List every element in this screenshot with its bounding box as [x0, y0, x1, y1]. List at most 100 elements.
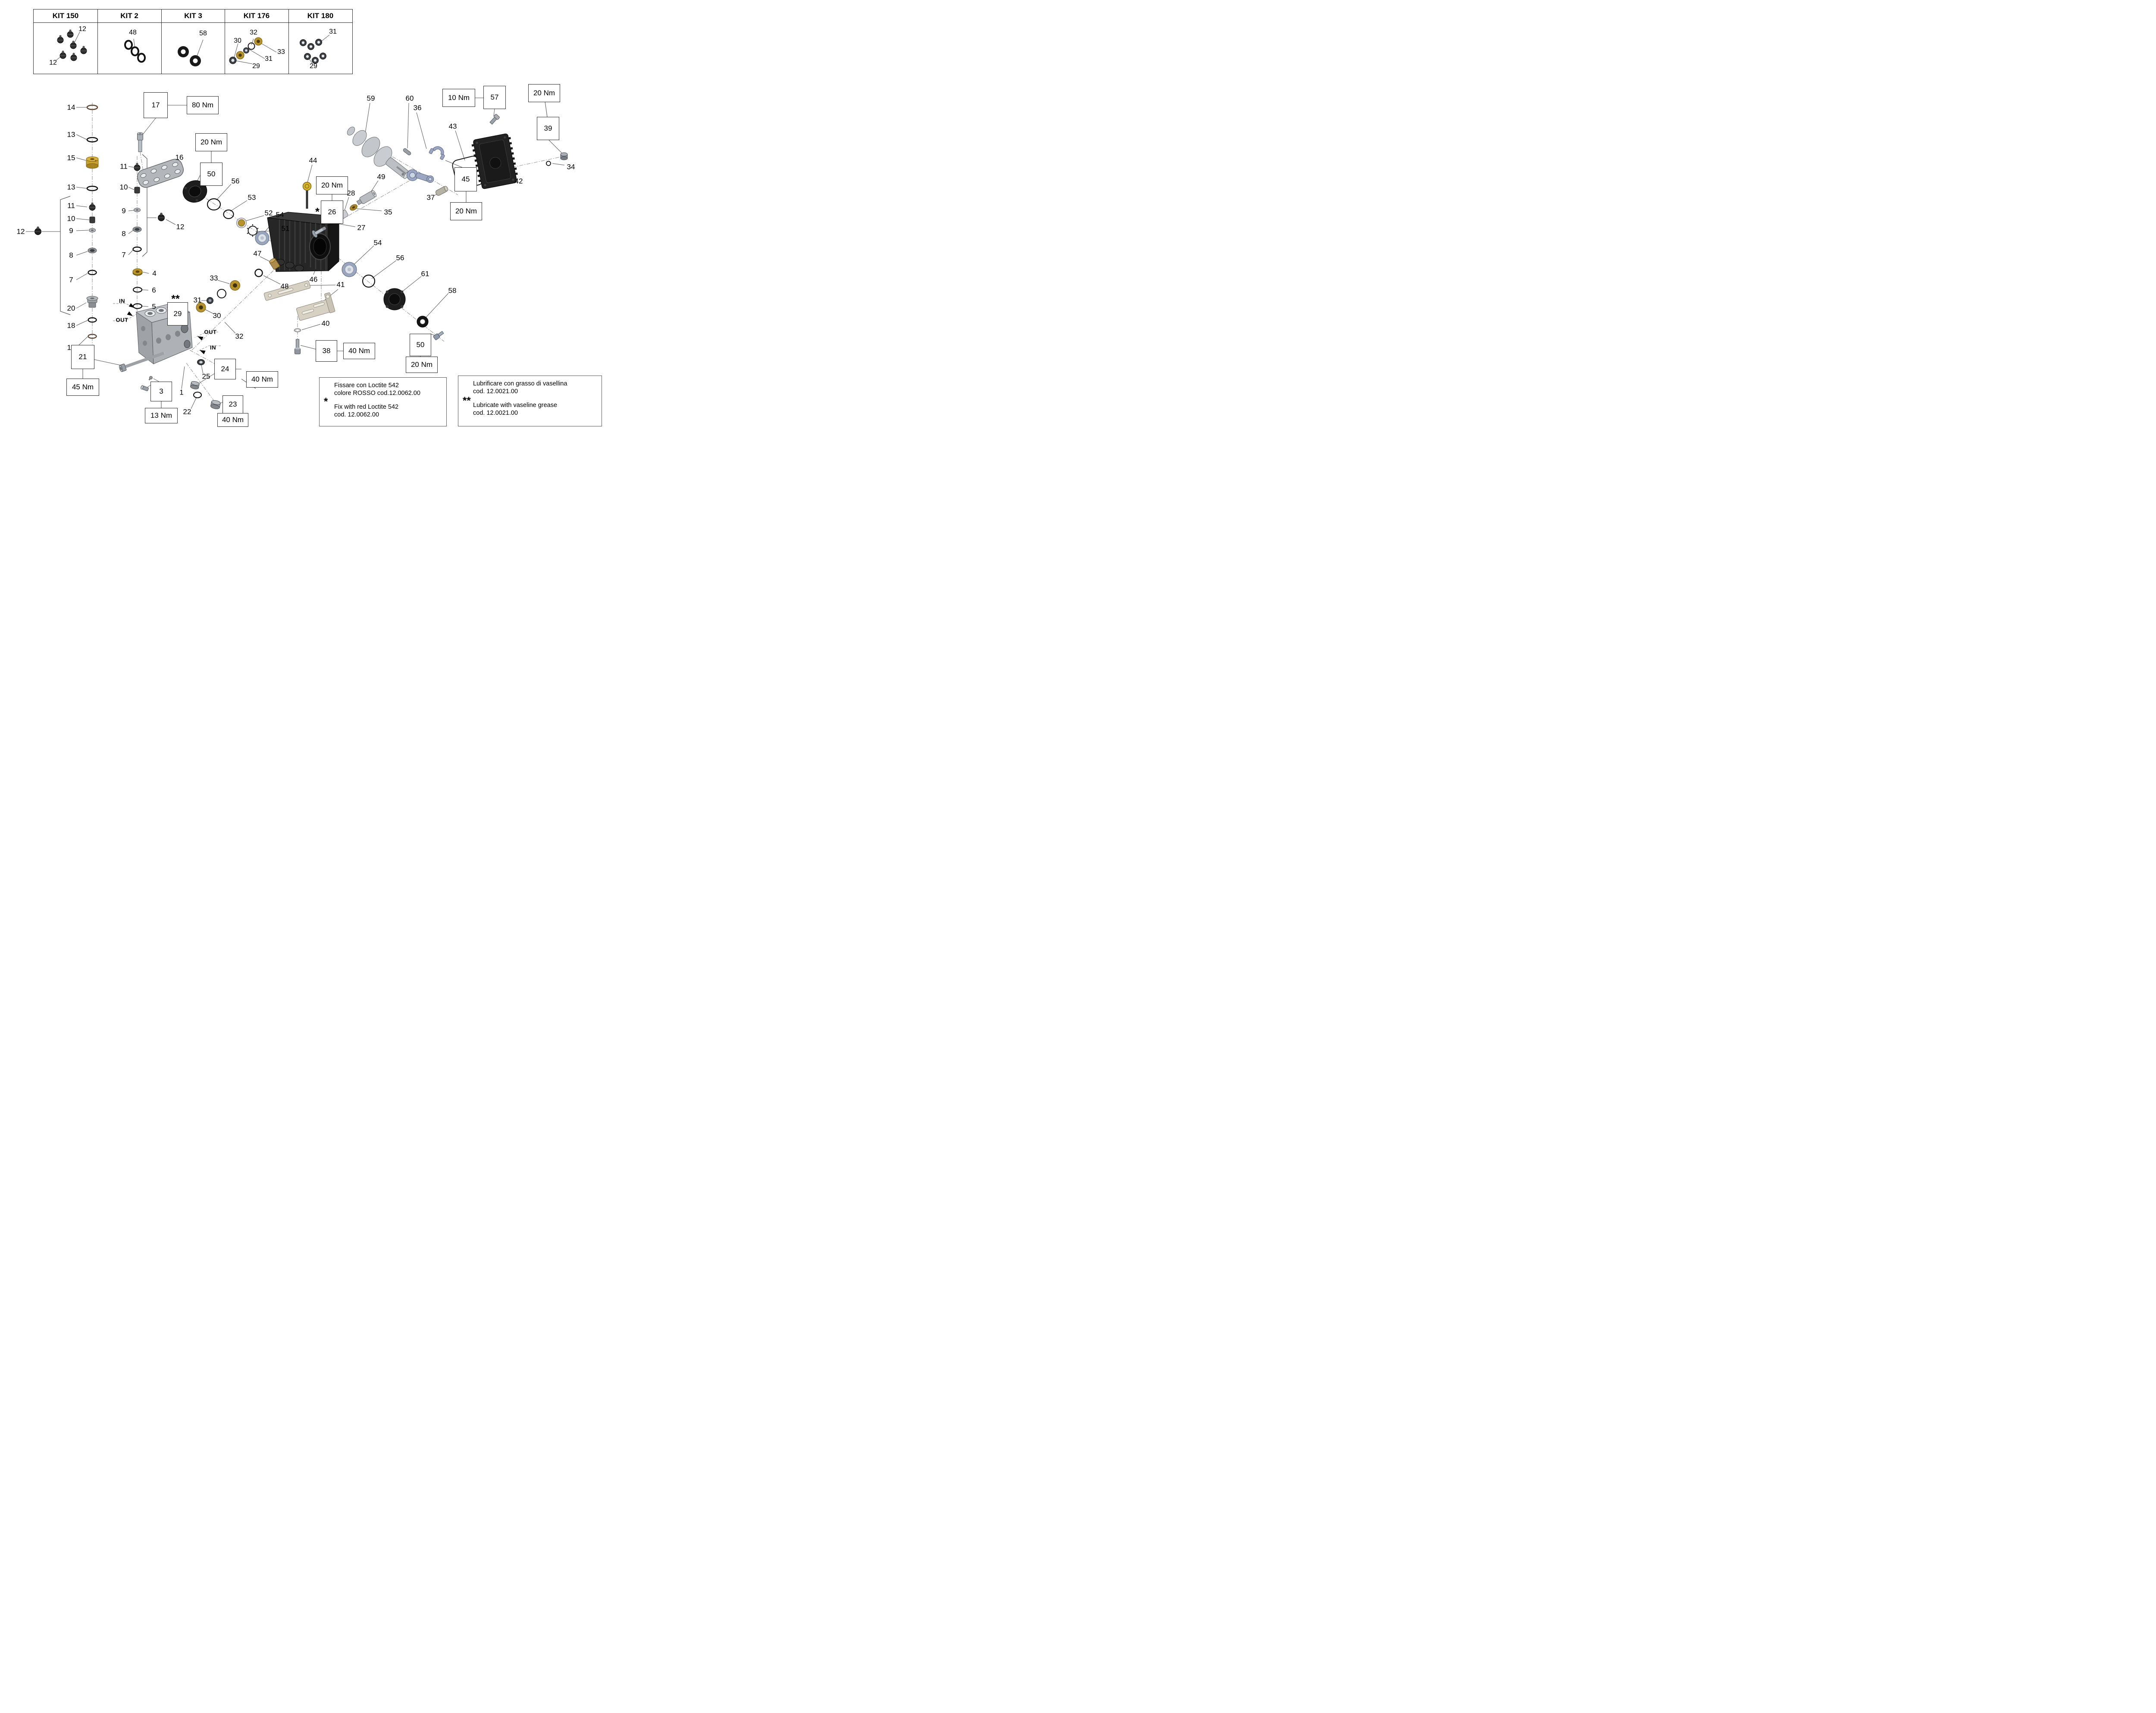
- part-58-oil-seal: [417, 316, 429, 328]
- torque-box-45nm: 45 Nm: [66, 379, 99, 396]
- kit-part-label: 32: [250, 29, 257, 36]
- part-label-28: 28: [347, 189, 355, 197]
- ref-box-3: 3: [150, 382, 172, 401]
- torque-box-80nm: 80 Nm: [187, 96, 219, 114]
- part-label-30: 30: [213, 311, 221, 320]
- torque-box-20nm-26: 20 Nm: [316, 176, 348, 194]
- part-49-plunger-pin: [356, 190, 377, 205]
- part-label-48: 48: [280, 282, 289, 291]
- note-loctite-marker: *: [324, 396, 328, 407]
- note-grease-marker: **: [463, 395, 471, 407]
- torque-box-20nm-head: 20 Nm: [195, 133, 227, 151]
- kit-150-header: KIT 150: [52, 12, 79, 20]
- part-label-40: 40: [321, 319, 330, 328]
- part-59-crankshaft: [347, 126, 410, 179]
- kit-part-label: 12: [49, 59, 57, 66]
- part-21-stud-bolt: [119, 351, 166, 372]
- ref-box-21: 21: [71, 345, 94, 369]
- part-30-seal-brass: [196, 302, 206, 313]
- part-23-plug: [210, 400, 221, 409]
- part-52-oil-seal: [236, 218, 247, 228]
- loctite-star-marker: *: [315, 206, 320, 218]
- part-label-13: 13: [67, 130, 75, 139]
- part-label-18: 18: [67, 321, 75, 330]
- part-15-valve-cage: [86, 157, 99, 169]
- part-19-oring: [88, 334, 97, 339]
- part-label-7: 7: [69, 276, 73, 284]
- part-label-15: 15: [67, 153, 75, 162]
- part-label-41: 41: [336, 280, 345, 289]
- part-2-screw: [148, 376, 153, 381]
- torque-box-40nm-38: 40 Nm: [343, 343, 375, 359]
- part-label-60: 60: [405, 94, 414, 103]
- part-14-oring: [86, 104, 98, 110]
- torque-box-10nm: 10 Nm: [442, 89, 475, 107]
- part-3-fitting: [141, 385, 149, 391]
- part-label-56: 56: [231, 177, 240, 185]
- kit-part-label: 31: [329, 28, 337, 35]
- note-loctite-line1: Fissare con Loctite 542: [334, 382, 399, 389]
- kit-3-header: KIT 3: [184, 12, 202, 20]
- part-label-6: 6: [152, 286, 156, 294]
- part-56-oring: [207, 198, 221, 211]
- kit-table-divider: [161, 9, 162, 74]
- ref-box-17: 17: [144, 92, 168, 118]
- part-10m-plug: [134, 187, 140, 194]
- ref-box-57: 57: [483, 86, 506, 109]
- note-loctite-line4: cod. 12.0062.00: [334, 411, 379, 418]
- part-8-seal: [88, 247, 97, 254]
- part-16-valve-cover-plate: [137, 159, 184, 188]
- kit-table: KIT 150 KIT 2 KIT 3 KIT 176 KIT 180: [33, 9, 353, 74]
- part-41-bracket-foot: [296, 292, 335, 321]
- part-9m-washer: [134, 208, 141, 212]
- part-label-27: 27: [357, 223, 366, 232]
- ref-box-24: 24: [214, 359, 236, 379]
- part-26-screw: [312, 226, 326, 238]
- part-40-washer: [294, 328, 301, 332]
- part-25-seal-washer: [197, 359, 205, 365]
- part-35-washer-brass: [350, 204, 357, 211]
- note-grease-line2: cod. 12.0021.00: [473, 388, 518, 395]
- part-label-22: 22: [183, 407, 191, 416]
- part-47-bushing-brass: [269, 258, 280, 270]
- kit-part-label: 58: [199, 30, 207, 37]
- part-label-37: 37: [426, 193, 435, 202]
- kit-176-seals: [229, 37, 263, 64]
- part-11-valve: [89, 202, 96, 211]
- kit-176-header: KIT 176: [243, 12, 270, 20]
- part-33-seal-brass: [230, 280, 240, 291]
- part-label-10: 10: [67, 214, 75, 223]
- torque-box-40nm-23: 40 Nm: [217, 413, 248, 427]
- note-loctite: * Fissare con Loctite 542 colore ROSSO c…: [319, 377, 447, 426]
- part-label-14: 14: [67, 103, 75, 112]
- part-22-oring: [193, 391, 202, 398]
- part-label-9: 9: [69, 226, 73, 235]
- part-39-plug: [560, 152, 568, 160]
- part-label-11: 11: [67, 201, 75, 210]
- ref-box-29: 29: [167, 302, 188, 326]
- part-36-connecting-rods: [407, 146, 445, 183]
- part-label-4: 4: [152, 269, 157, 278]
- torque-box-20nm-50b: 20 Nm: [406, 357, 438, 373]
- flow-label-in-left: IN: [119, 298, 125, 304]
- part-9-washer: [89, 228, 96, 232]
- part-label-8m: 8: [122, 229, 126, 238]
- flow-label-in-right: IN: [210, 344, 216, 351]
- part-13-oring: [86, 137, 98, 143]
- part-label-56b: 56: [396, 254, 404, 262]
- ref-box-39: 39: [537, 117, 559, 140]
- part-4-seal-brass: [132, 268, 143, 276]
- valve-column-left-parts: [34, 104, 99, 339]
- part-61-bearing-flange: [383, 288, 406, 310]
- note-spacer: [473, 396, 597, 402]
- kit-part-label: 48: [129, 29, 137, 36]
- part-label-16: 16: [175, 153, 184, 162]
- part-label-25: 25: [202, 372, 210, 381]
- part-label-49: 49: [377, 172, 385, 181]
- torque-box-40nm-24: 40 Nm: [246, 371, 278, 388]
- part-20-plunger: [86, 296, 98, 308]
- part-53-oring: [223, 209, 234, 219]
- part-label-44: 44: [309, 156, 317, 165]
- part-7-oring: [88, 269, 97, 276]
- part-12m-valve: [158, 213, 165, 221]
